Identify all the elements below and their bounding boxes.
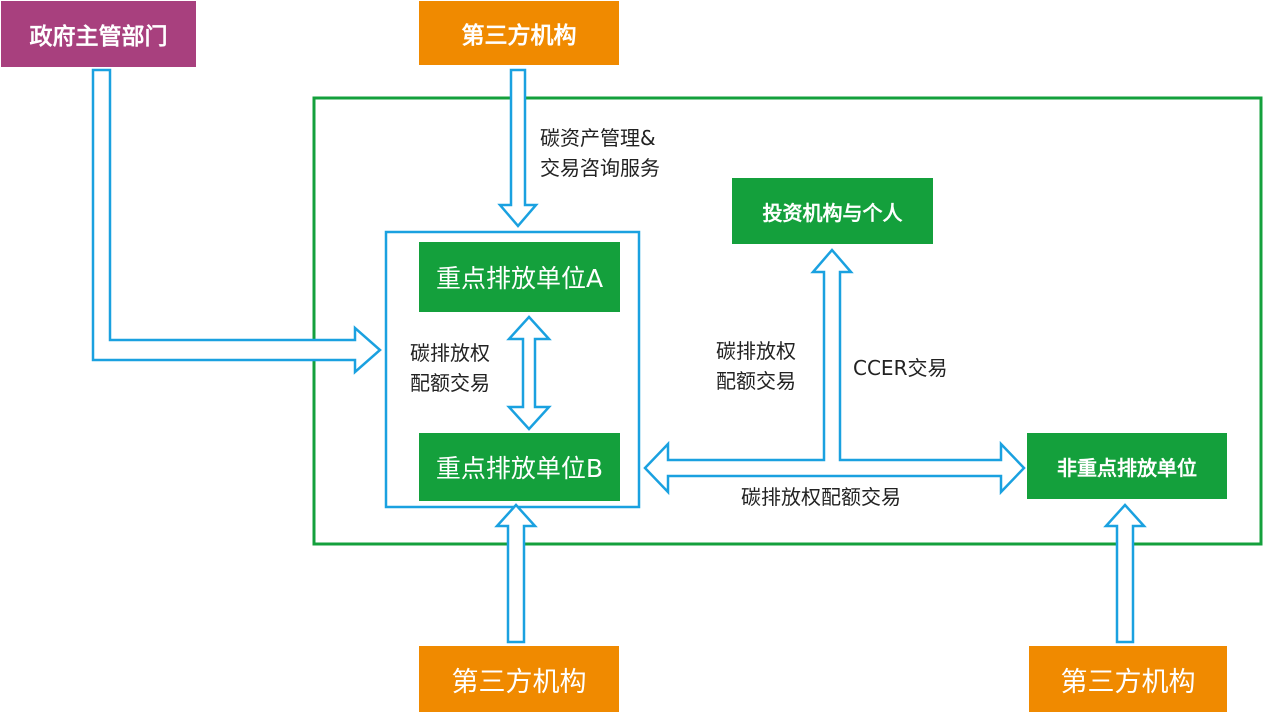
market-frame [312,96,1263,546]
ab-trade-label: 碳排放权 配额交易 [410,338,490,398]
third-party-bottom-right-label: 第三方机构 [1060,666,1196,698]
bottom-trade-label-text: 碳排放权配额交易 [741,485,901,509]
unit-b-node: 重点排放单位B [419,433,620,501]
bottom-trade-label: 碳排放权配额交易 [741,482,901,512]
third-party-bottom-right-arrow [1103,503,1147,644]
government-node: 政府主管部门 [1,1,196,67]
market-trade-label-line1: 碳排放权 [716,339,796,363]
government-label: 政府主管部门 [29,24,168,50]
unit-b-label: 重点排放单位B [435,454,604,483]
investors-node: 投资机构与个人 [732,178,933,244]
consulting-label-line2: 交易咨询服务 [540,156,660,180]
market-trade-label: 碳排放权 配额交易 [716,336,796,396]
third-party-bottom-right-node: 第三方机构 [1029,646,1227,712]
consulting-label-line1: 碳资产管理& [540,126,656,150]
third-party-top-label: 第三方机构 [461,23,577,49]
ab-trade-label-line2: 配额交易 [410,371,490,395]
unit-a-label: 重点排放单位A [435,264,604,293]
market-trade-label-line2: 配额交易 [716,369,796,393]
ccer-label-text: CCER交易 [853,356,948,380]
key-units-frame [384,230,641,509]
third-party-bottom-left-node: 第三方机构 [419,646,619,712]
third-party-bottom-left-label: 第三方机构 [451,666,587,698]
unit-a-node: 重点排放单位A [419,242,620,312]
ab-trade-arrow [506,315,552,431]
government-supervision-arrow [91,68,382,375]
third-party-bottom-left-arrow [494,503,538,644]
consulting-label: 碳资产管理& 交易咨询服务 [540,123,660,183]
ab-trade-label-line1: 碳排放权 [410,341,490,365]
market-trade-arrow [643,248,1026,496]
investors-label: 投资机构与个人 [762,200,903,225]
non-key-unit-node: 非重点排放单位 [1027,433,1227,499]
ccer-label: CCER交易 [853,353,947,383]
consulting-service-arrow [497,68,539,228]
third-party-top-node: 第三方机构 [419,1,619,65]
non-key-unit-label: 非重点排放单位 [1057,455,1197,480]
